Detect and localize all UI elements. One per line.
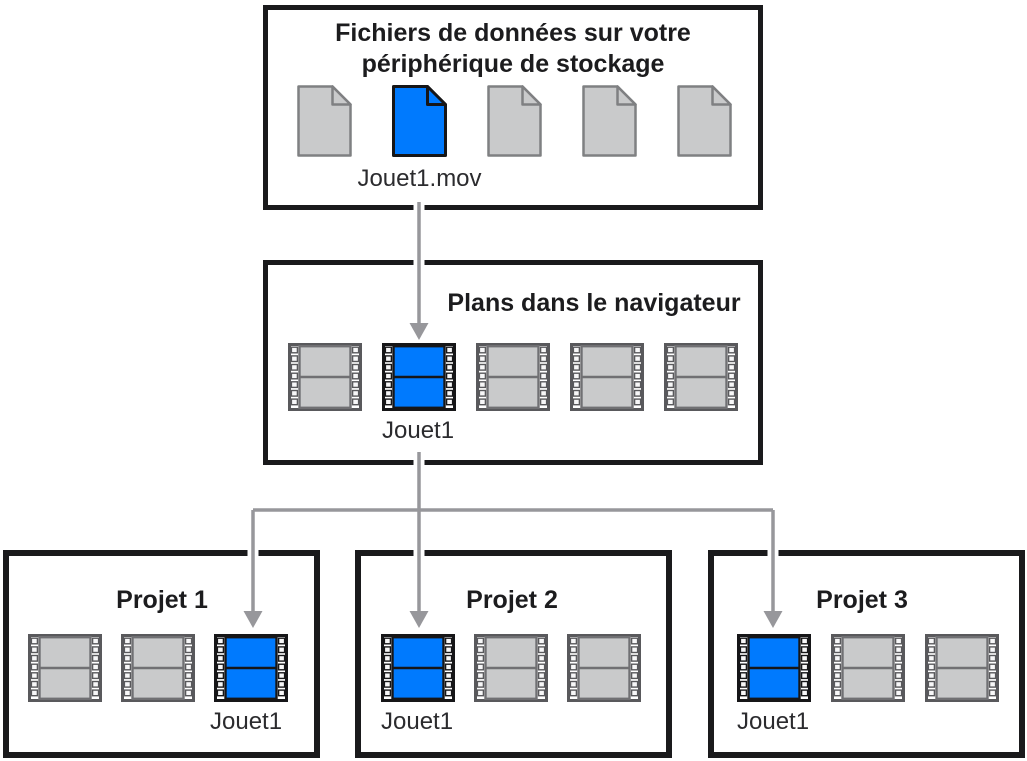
project-2-clips-row xyxy=(381,634,641,702)
film-clip-icon-selected xyxy=(382,343,456,411)
film-clip-icon-selected xyxy=(381,634,455,702)
project-2-box: Projet 2 xyxy=(355,550,672,758)
browser-clips-row xyxy=(288,343,738,411)
document-icon xyxy=(677,85,732,157)
film-clip-icon xyxy=(567,634,641,702)
storage-box-title: Fichiers de données sur votre périphériq… xyxy=(335,19,691,78)
film-clip-icon xyxy=(925,634,999,702)
project-1-clips-row xyxy=(28,634,288,702)
film-clip-icon xyxy=(476,343,550,411)
project-1-box: Projet 1 xyxy=(3,550,320,758)
film-clip-icon xyxy=(664,343,738,411)
document-icon xyxy=(582,85,637,157)
film-clip-icon xyxy=(831,634,905,702)
document-icon-selected xyxy=(392,85,447,157)
selected-clip-label: Jouet1 xyxy=(382,417,455,444)
film-clip-icon xyxy=(121,634,195,702)
document-icon xyxy=(487,85,542,157)
project-3-clips-row xyxy=(737,634,999,702)
film-clip-icon xyxy=(28,634,102,702)
project-3-title: Projet 3 xyxy=(816,586,908,614)
selected-file-label: Jouet1.mov xyxy=(357,165,482,192)
film-clip-icon xyxy=(570,343,644,411)
selected-clip-label: Jouet1 xyxy=(737,708,810,735)
film-clip-icon-selected xyxy=(737,634,811,702)
film-clip-icon xyxy=(474,634,548,702)
project-1-title: Projet 1 xyxy=(116,586,208,614)
storage-files-box: Fichiers de données sur votre périphériq… xyxy=(263,5,763,210)
project-3-box: Projet 3 xyxy=(708,550,1025,758)
browser-clips-box: Plans dans le navigateur xyxy=(263,260,763,465)
document-icon xyxy=(297,85,352,157)
storage-files-row xyxy=(297,85,732,157)
project-2-title: Projet 2 xyxy=(466,586,558,614)
film-clip-icon-selected xyxy=(214,634,288,702)
film-clip-icon xyxy=(288,343,362,411)
selected-clip-label: Jouet1 xyxy=(381,708,454,735)
selected-clip-label: Jouet1 xyxy=(210,708,283,735)
browser-box-title: Plans dans le navigateur xyxy=(447,289,741,317)
